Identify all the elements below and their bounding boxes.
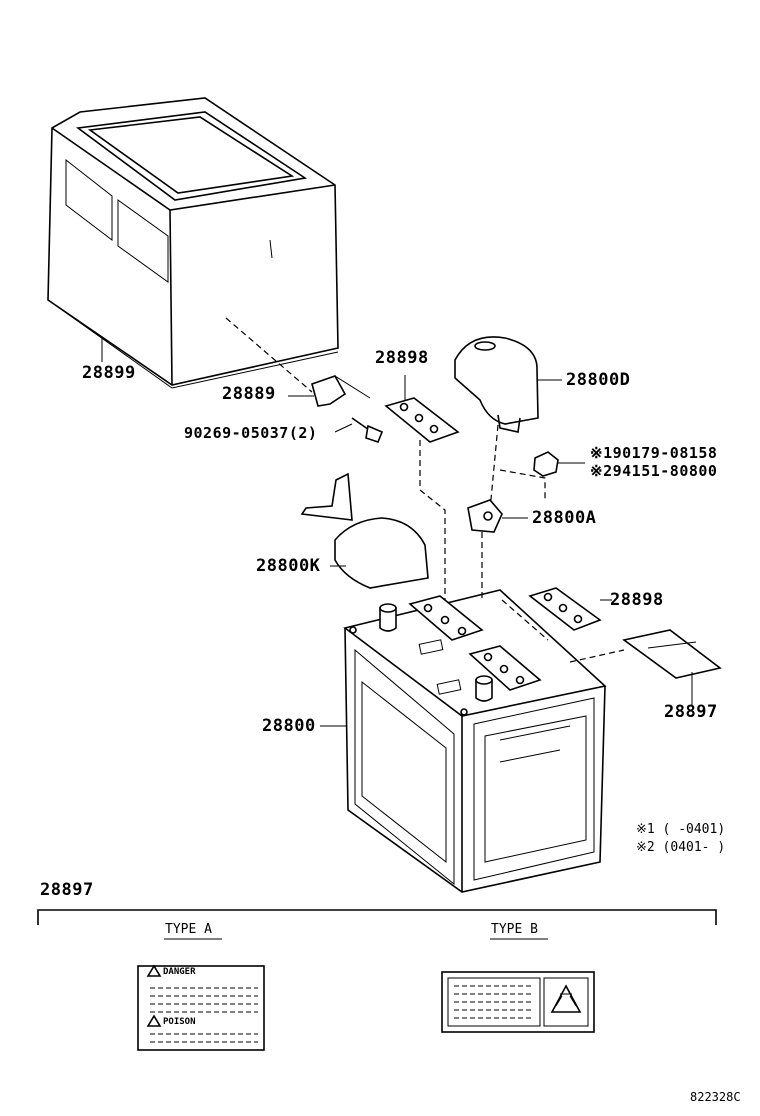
danger-text: DANGER [163,967,196,977]
legend-frame [37,909,717,940]
poison-text: POISON [163,1017,196,1027]
type-b-title: TYPE B [491,922,538,937]
note-2: ※2 (0401- ) [636,840,726,855]
type-b-label-drawing [441,971,595,1033]
legend-heading: 28897 [40,880,94,900]
battery-cover-drawing [47,97,339,389]
type-a-label-drawing [137,964,265,1051]
label-28800K: 28800K [256,556,321,576]
terminal-cover-d-drawing [454,336,562,511]
label-28897: 28897 [664,702,718,722]
battery-drawing [320,589,607,893]
label-28899: 28899 [82,363,136,383]
label-90179-08158: ※190179-08158 [590,444,718,462]
label-28898-top: 28898 [375,348,429,368]
label-90269-05037: 90269-05037(2) [184,424,318,442]
terminal-clamp-drawing [467,499,528,600]
hold-down-bracket-drawing [288,375,371,407]
insulator-pad-top-drawing [384,375,460,604]
terminal-nut-drawing [499,451,585,500]
recycle-icon [550,984,582,1013]
note-1: ※1 ( -0401) [636,822,726,837]
label-28800: 28800 [262,716,316,736]
insulator-pad-mid-drawing [501,587,612,641]
terminal-cover-k-drawing [300,472,429,589]
label-28898-mid: 28898 [610,590,664,610]
label-28800D: 28800D [566,370,631,390]
label-28800A: 28800A [532,508,597,528]
label-94151-80800: ※294151-80800 [590,462,718,480]
drawing-number: 822328C [690,1090,741,1104]
label-28889: 28889 [222,384,276,404]
battery-label-drawing [569,629,722,706]
type-a-title: TYPE A [165,922,212,937]
bolt-drawing [334,417,384,443]
